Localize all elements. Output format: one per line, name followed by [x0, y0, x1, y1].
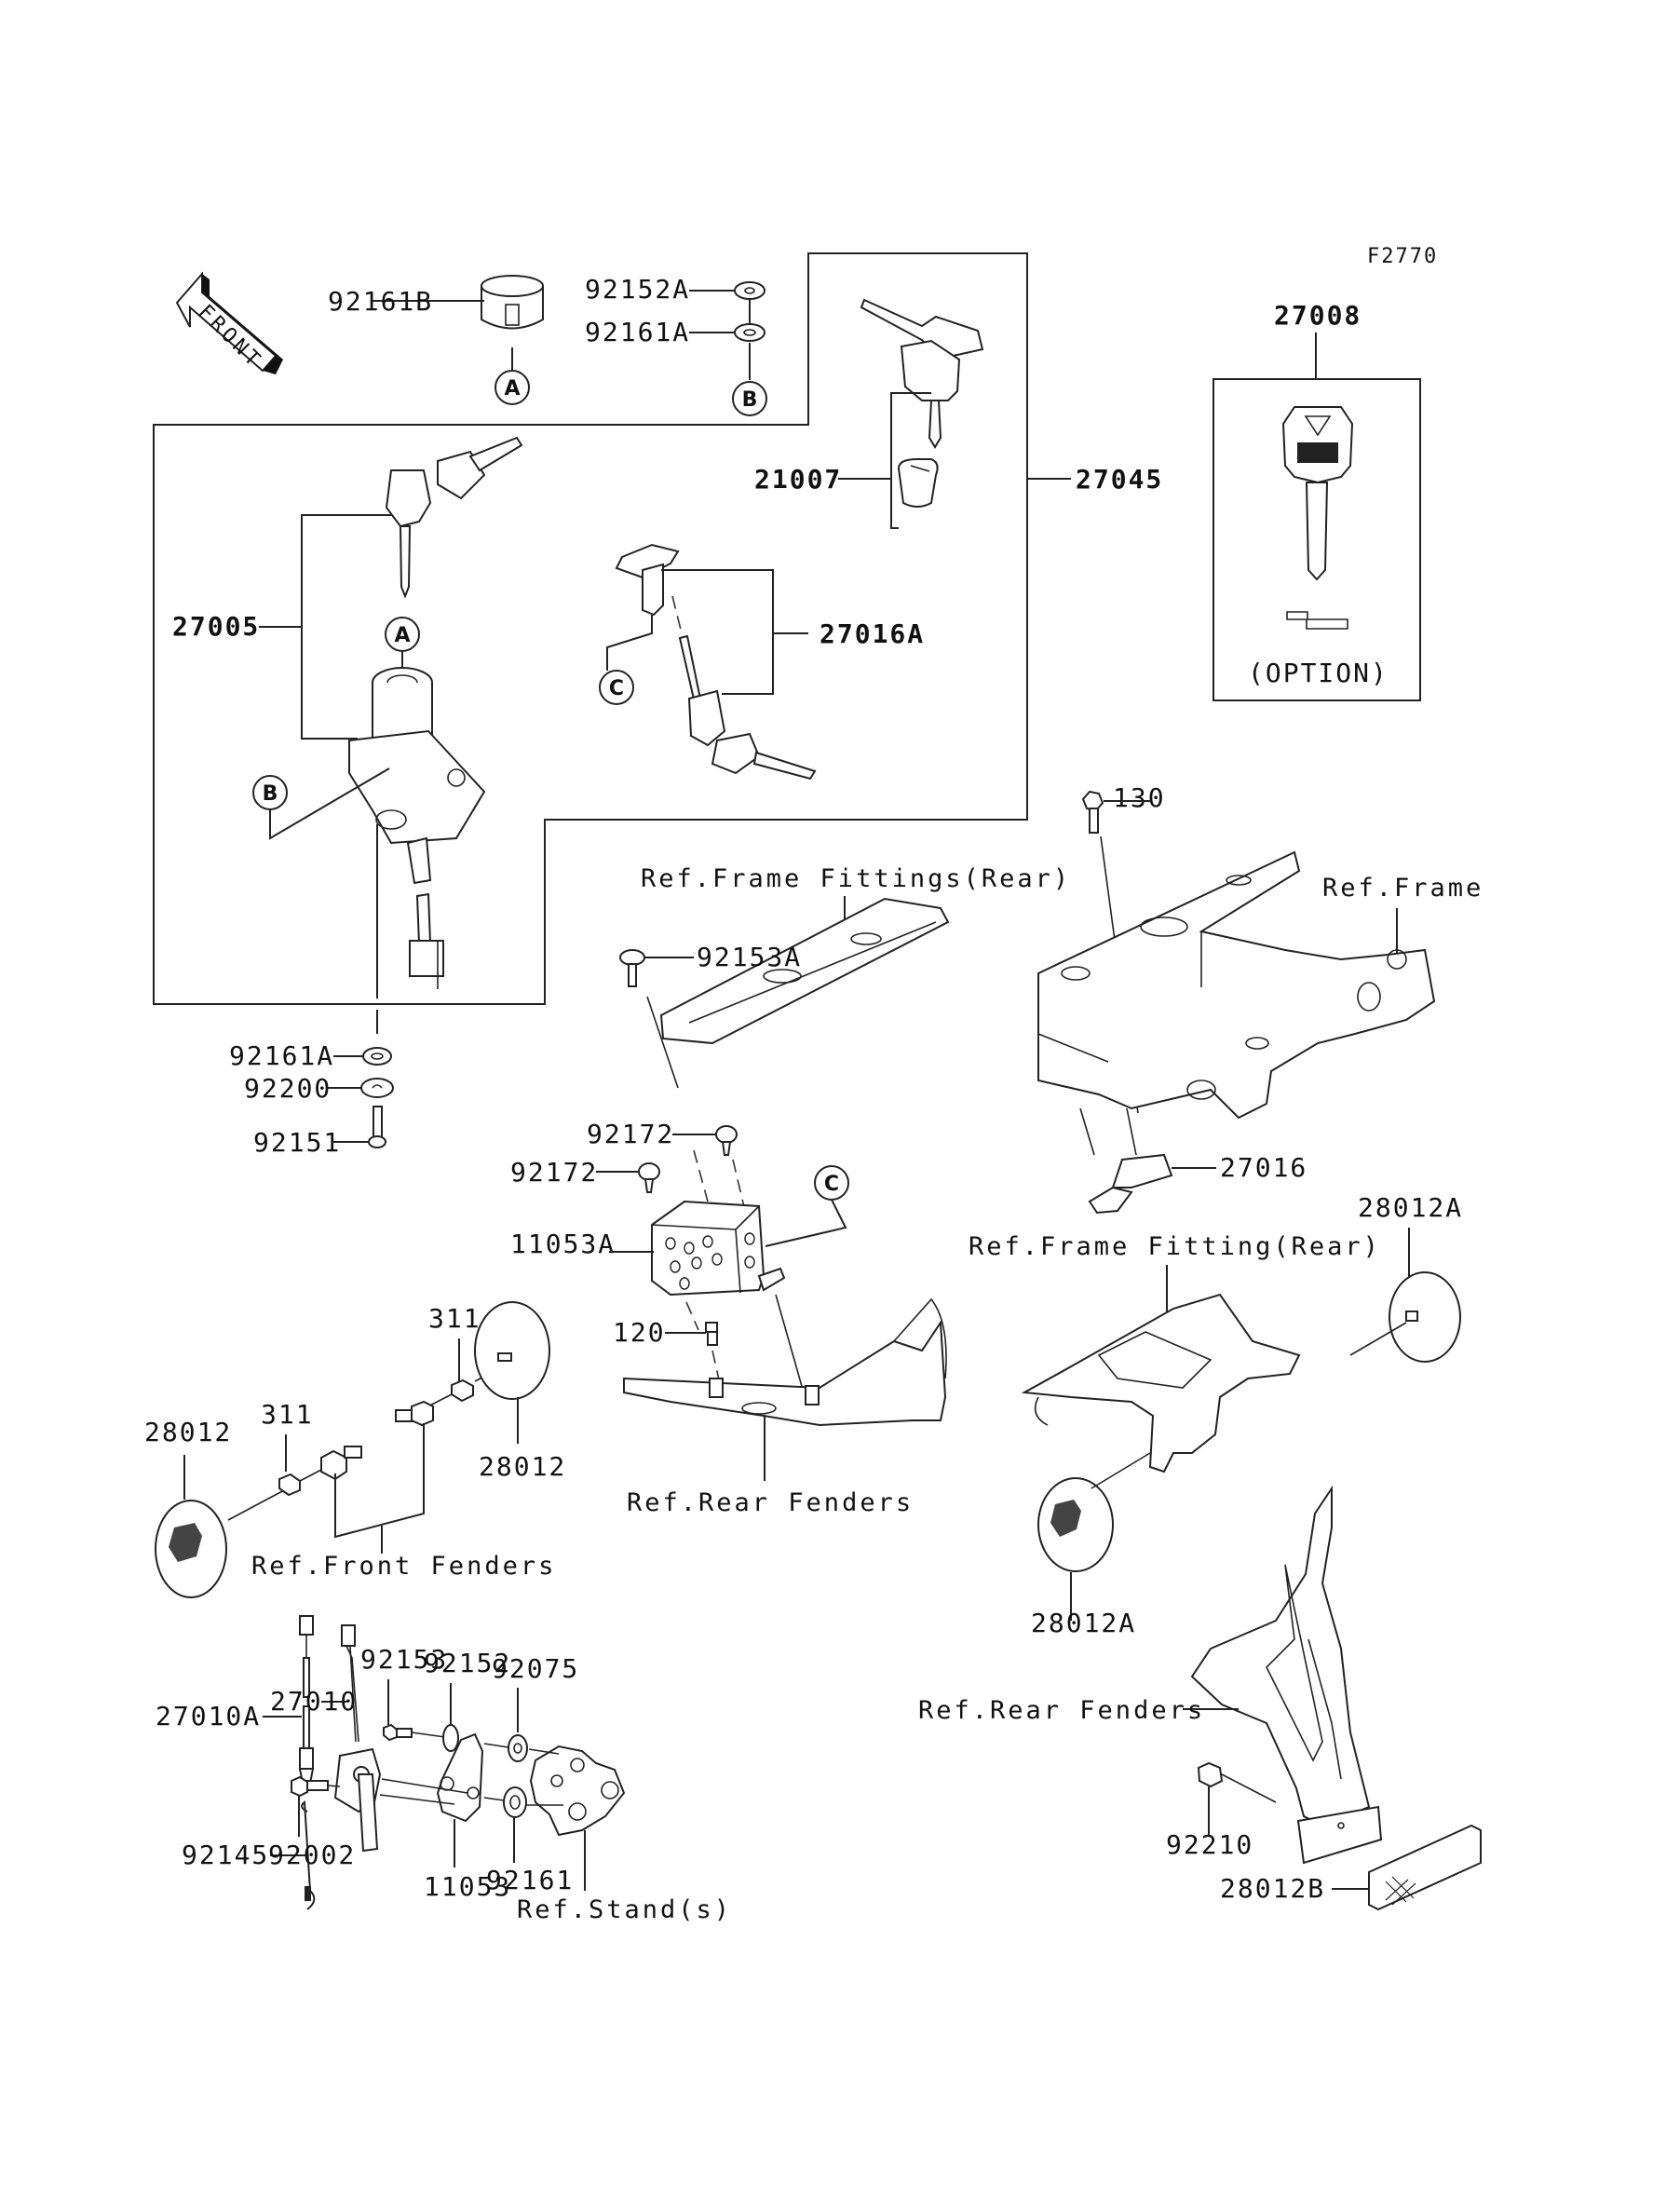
reflector-28012B — [1368, 1824, 1482, 1911]
reflector-28012-right — [474, 1301, 550, 1400]
label-311-b: 311 — [428, 1303, 481, 1334]
label-28012B: 28012B — [1220, 1873, 1325, 1904]
label-27005: 27005 — [172, 611, 260, 642]
label-92153: 92153 — [360, 1644, 448, 1675]
label-28012-left: 28012 — [144, 1417, 232, 1447]
label-92161: 92161 — [486, 1865, 574, 1895]
label-311-a: 311 — [261, 1399, 314, 1430]
svg-text:B: B — [742, 388, 758, 412]
svg-text:B: B — [263, 782, 278, 806]
ignition-switch-27005: 27005 A B — [172, 436, 523, 1034]
label-92152A: 92152A — [585, 274, 690, 305]
svg-text:A: A — [394, 624, 410, 647]
side-stand-switch-group: 27010A 92145 27010 92002 92153 92152 — [156, 1615, 732, 1924]
label-92210: 92210 — [1166, 1829, 1253, 1860]
ref-stands: Ref.Stand(s) — [517, 1895, 732, 1924]
svg-text:C: C — [609, 677, 624, 700]
ref-frame-fittings-rear: Ref.Frame Fittings(Rear) — [641, 864, 1071, 893]
figure-code: F2770 — [1367, 245, 1438, 268]
label-92145: 92145 — [182, 1840, 269, 1870]
label-130: 130 — [1113, 782, 1166, 813]
label-27045: 27045 — [1076, 464, 1163, 495]
callout-a-top — [495, 370, 530, 405]
label-92161B: 92161B — [328, 286, 433, 317]
label-92161A-top: 92161A — [585, 317, 690, 347]
seat-lock-27016A: 27016A C — [599, 543, 925, 781]
callout-c-lock — [599, 670, 634, 705]
label-92161A-bottom: 92161A — [229, 1040, 334, 1071]
label-27016A: 27016A — [820, 618, 925, 649]
ref-rear-fenders-right: Ref.Rear Fenders — [918, 1696, 1205, 1725]
label-27010A: 27010A — [156, 1701, 261, 1731]
frame-fitting-rear-group: Ref.Frame Fitting(Rear) 28012A 28012A — [969, 1192, 1463, 1638]
ref-frame-fitting-rear: Ref.Frame Fitting(Rear) — [969, 1232, 1381, 1261]
label-120: 120 — [613, 1317, 666, 1348]
bracket-11053A: 92172 92172 11053A C 120 — [510, 1119, 849, 1417]
frame-group: 130 Ref.Frame 27016 — [1037, 782, 1484, 1215]
callout-b-top — [732, 381, 767, 416]
label-28012A-top: 28012A — [1358, 1192, 1463, 1223]
label-option: (OPTION) — [1248, 658, 1389, 688]
label-92172-b: 92172 — [510, 1157, 598, 1188]
front-fender-reflectors: 28012 311 311 28012 Ref.Front Fenders — [144, 1301, 566, 1598]
label-92002: 92002 — [268, 1840, 356, 1870]
label-27010: 27010 — [270, 1686, 358, 1717]
rear-fender-right-group: Ref.Rear Fenders 92210 28012B — [918, 1485, 1482, 1911]
frame-fittings-rear-group: Ref.Frame Fittings(Rear) 92153A — [619, 864, 1071, 1089]
seat-lock-21007: 21007 — [754, 298, 984, 529]
screw-92152A-washer-92161A: 92152A 92161A B — [585, 274, 767, 416]
label-28012A-bottom: 28012A — [1031, 1608, 1136, 1638]
sleeve-92161B: 92161B A — [328, 275, 544, 405]
option-key-27008: 27008 (OPTION) — [1213, 300, 1421, 701]
svg-text:A: A — [504, 377, 520, 401]
label-92172-a: 92172 — [587, 1119, 674, 1149]
label-92200: 92200 — [244, 1073, 332, 1104]
label-11053A: 11053A — [510, 1229, 616, 1259]
ref-frame: Ref.Frame — [1322, 874, 1484, 903]
front-arrow-icon: FRONT — [175, 271, 283, 374]
kit-boundary-27045 — [153, 252, 1028, 1005]
label-28012-right: 28012 — [479, 1451, 566, 1482]
reflector-28012A-top — [1389, 1271, 1461, 1363]
label-27008: 27008 — [1274, 300, 1362, 331]
ref-rear-fenders-center: Ref.Rear Fenders — [627, 1488, 914, 1517]
mounting-hardware-stack: 92161A 92200 92151 — [229, 1040, 394, 1158]
label-92153A: 92153A — [697, 942, 802, 972]
label-92075: 92075 — [492, 1653, 579, 1684]
label-92151: 92151 — [253, 1127, 341, 1158]
label-11053: 11053 — [424, 1871, 511, 1902]
label-21007: 21007 — [754, 464, 842, 495]
rear-fender-center: Ref.Rear Fenders — [623, 1297, 947, 1517]
svg-text:C: C — [824, 1173, 839, 1196]
label-92152: 92152 — [424, 1648, 511, 1678]
label-27016: 27016 — [1220, 1152, 1307, 1183]
ref-front-fenders: Ref.Front Fenders — [251, 1552, 556, 1581]
